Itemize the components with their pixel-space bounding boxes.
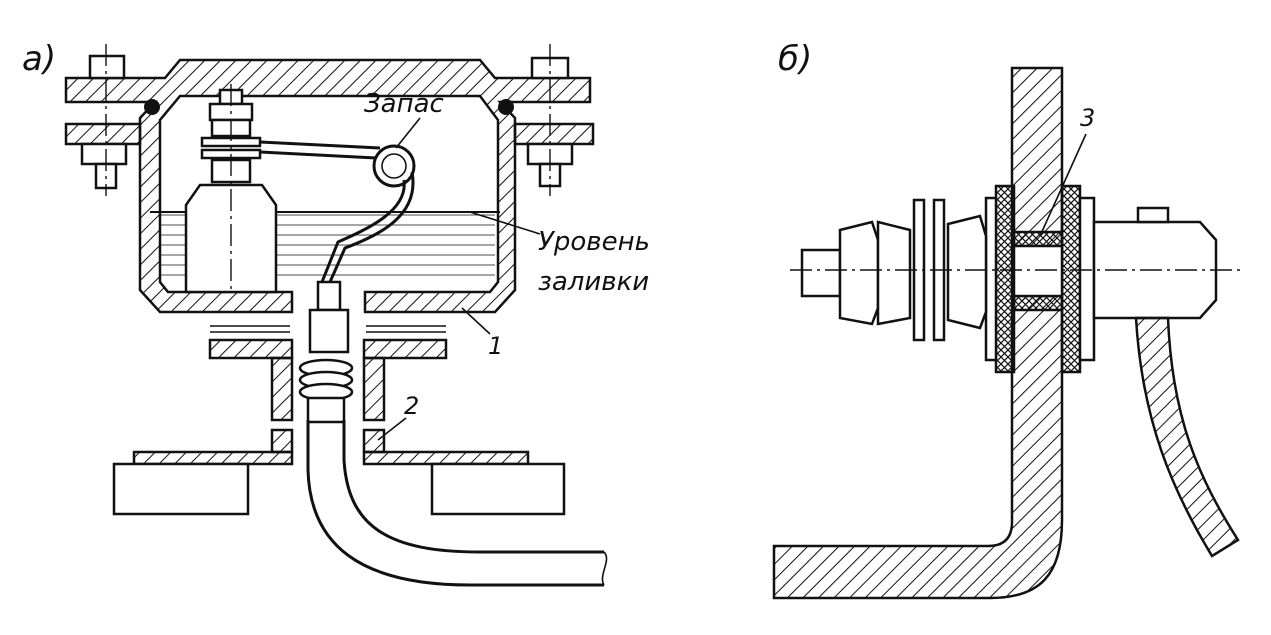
seal-right <box>498 99 514 115</box>
braided-cable <box>1134 316 1240 558</box>
bolt-left <box>80 44 128 196</box>
leader-fill-level <box>469 211 541 235</box>
flange-left <box>64 122 142 146</box>
mount-bracket <box>208 325 448 454</box>
label-fill-level-1: Уровень <box>538 227 650 257</box>
callout-1: 1 <box>488 332 503 360</box>
leader-2 <box>377 417 407 441</box>
leader-1 <box>461 307 491 335</box>
bracket-wall <box>772 66 1064 600</box>
cable-gland <box>298 280 354 424</box>
terminal-post <box>184 84 278 294</box>
base <box>112 450 566 516</box>
cable-out-inner <box>342 420 604 554</box>
callout-2: 2 <box>404 392 419 420</box>
panel-b-label: б) <box>778 39 812 79</box>
leader-3 <box>1039 133 1087 237</box>
flange-right <box>513 122 595 146</box>
seal-left <box>144 99 160 115</box>
cable-cut-end <box>601 551 608 586</box>
stud <box>1012 244 1064 298</box>
housing-shell <box>64 58 592 314</box>
callout-3: 3 <box>1080 104 1095 132</box>
leader-reserve <box>395 117 421 149</box>
label-fill-level-2: заливки <box>538 267 649 297</box>
bolt-right <box>526 44 574 196</box>
cable-out <box>306 420 604 587</box>
panel-a-label: а) <box>22 39 56 79</box>
panel-b: б) <box>772 39 1240 600</box>
panel-a: а) <box>22 39 650 587</box>
terminal-lug <box>1092 206 1218 320</box>
label-reserve: Запас <box>364 89 444 119</box>
wire-reserve <box>259 140 416 283</box>
